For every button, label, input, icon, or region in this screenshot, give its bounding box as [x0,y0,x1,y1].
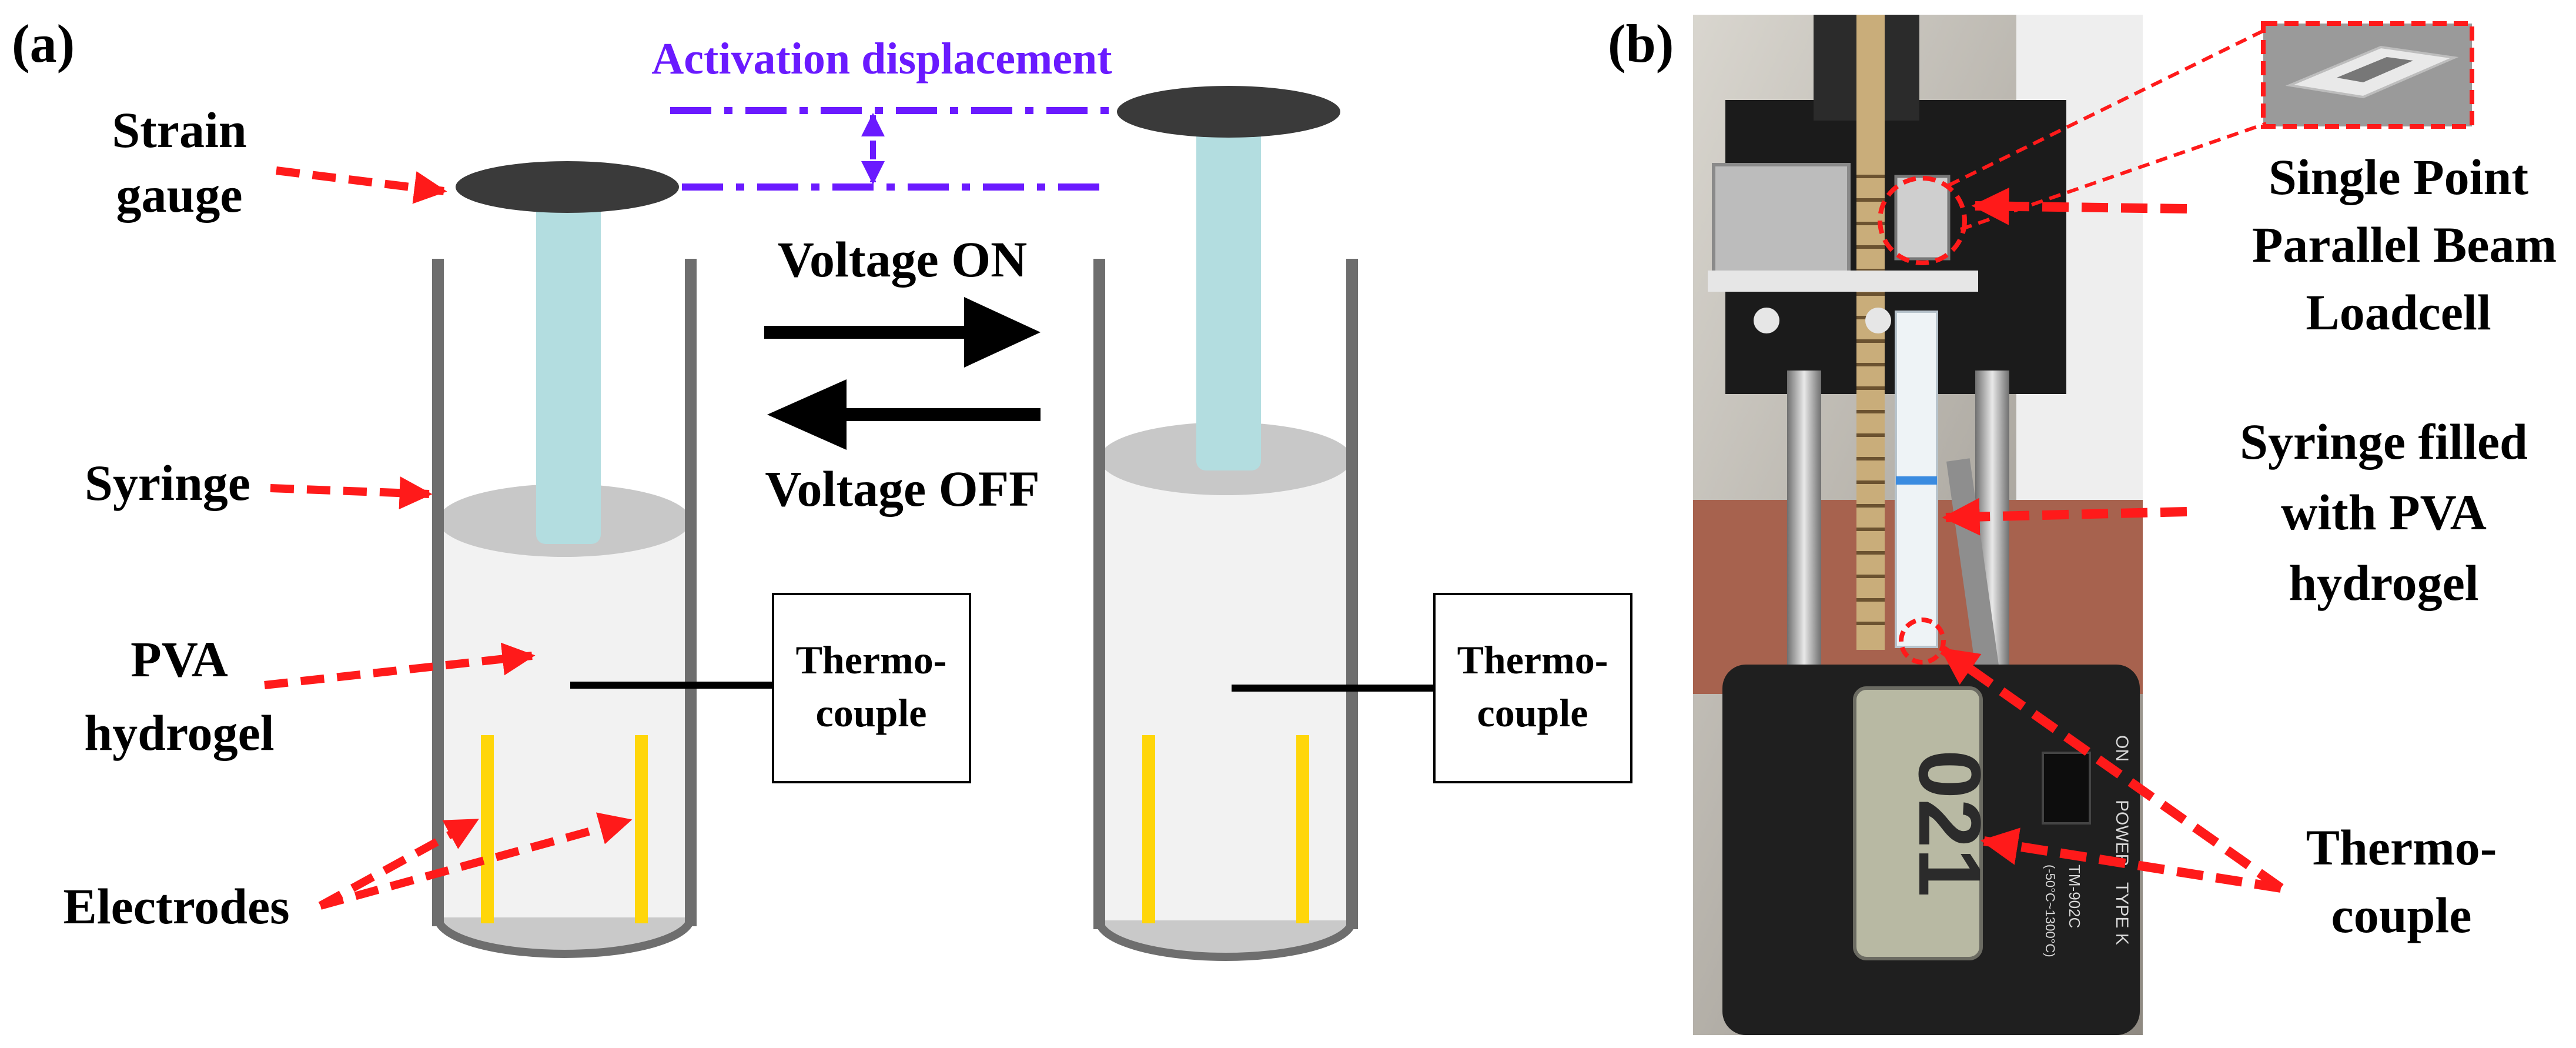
electrodes-arrow-1 [318,816,479,910]
syringe-filled-label-3: hydrogel [2289,555,2478,611]
pva-arrow [264,642,536,689]
syringe-filled-label-2: with PVA [2281,484,2487,540]
activation-label: Activation displacement [651,34,1112,84]
photo-bracket-plate [1708,271,1978,292]
photo: 021 ON POWER TYPE K TM-902C (-50°C~1300°… [1693,15,2143,1035]
callouts-b: Single Point Parallel Beam Loadcell Syri… [1939,149,2557,943]
meter-switch [2042,752,2091,825]
meter-side-on: ON [2112,735,2132,762]
thermocouple-box-right [1433,593,1632,783]
thermocouple-b-arrow-2 [1980,827,2282,893]
syringe-label: Syringe [85,455,250,511]
voltage-off-arrow-head [767,379,847,450]
loadcell-highlight-circle [1878,176,1967,265]
strain-gauge-right [1117,86,1340,138]
thermocouple-b-label-2: couple [2331,887,2472,943]
loadcell-label-2: Parallel Beam [2252,216,2557,273]
thermocouple-b-label-1: Thermo- [2306,819,2497,876]
photo-screw-hole-1 [1754,308,1779,333]
pva-label-1: PVA [131,631,228,687]
electrode-right-2 [1296,735,1309,923]
thermocouple-left-line1: Thermo- [796,638,947,682]
syringe-filled-label-1: Syringe filled [2240,413,2528,470]
panel-b: (b) [1608,14,2557,1035]
voltage-off-label: Voltage OFF [765,460,1039,517]
photo-loadcell [1894,175,1951,261]
thermocouple-right-line1: Thermo- [1457,638,1608,682]
syringe-left-hydrogel [438,520,691,917]
syringe-left: Thermo- couple [432,161,971,958]
syringe-arrow [270,476,433,510]
electrode-left-2 [635,735,648,923]
loadcell-inset [2261,21,2474,129]
thermocouple-b-arrow-1 [1939,646,2284,892]
strain-gauge-arrow [276,166,447,204]
meter-side-typek: TYPE K [2112,882,2132,945]
syringe-right-plunger [1196,118,1261,470]
callouts-a: Strain gauge Syringe PVA hydrogel Electr… [63,102,633,934]
loadcell-inset-slot [2337,57,2413,82]
meter-side-range: (-50°C~1300°C) [2043,865,2058,957]
electrode-right-1 [1142,735,1155,923]
inset-connector-bottom [1960,122,2267,231]
meter-side-power: POWER [2112,800,2132,866]
meter-display [1853,686,1983,960]
strain-gauge-label-2: gauge [116,166,243,223]
thermocouple-box-left [772,593,971,783]
voltage-arrows: Voltage ON Voltage OFF [764,231,1041,517]
strain-gauge-left [456,161,679,213]
voltage-on-arrow-head [964,297,1041,368]
electrodes-arrow-2 [319,812,633,910]
strain-gauge-label-1: Strain [112,102,246,158]
meter-reading: 021 [1901,750,1999,897]
pva-label-2: hydrogel [84,705,274,761]
syringe-right: Thermo- couple [1093,86,1632,961]
thermocouple-highlight-circle [1899,618,1946,665]
syringe-filled-arrow [1942,498,2187,536]
syringe-left-plunger [536,200,601,544]
thermocouple-left-line2: couple [816,690,927,735]
photo-motor-bracket [1712,163,1851,278]
panel-a: (a) Thermo- couple [12,14,1632,961]
loadcell-label-1: Single Point [2269,149,2528,205]
inset-connector-top [1948,28,2267,187]
electrodes-label: Electrodes [63,878,289,934]
electrode-left-1 [481,735,494,923]
loadcell-label-3: Loadcell [2306,284,2491,341]
loadcell-arrow [1971,187,2187,225]
photo-rod-left [1787,371,1821,700]
meter-side-model: TM-902C [2066,865,2083,928]
thermocouple-right-line2: couple [1477,690,1588,735]
panel-a-label: (a) [12,14,75,74]
activation-displacement: Activation displacement [651,34,1112,191]
photo-syringe-ring [1896,476,1937,485]
photo-screw-hole-2 [1865,308,1891,333]
panel-b-label: (b) [1608,14,1674,74]
voltage-on-label: Voltage ON [778,231,1027,288]
